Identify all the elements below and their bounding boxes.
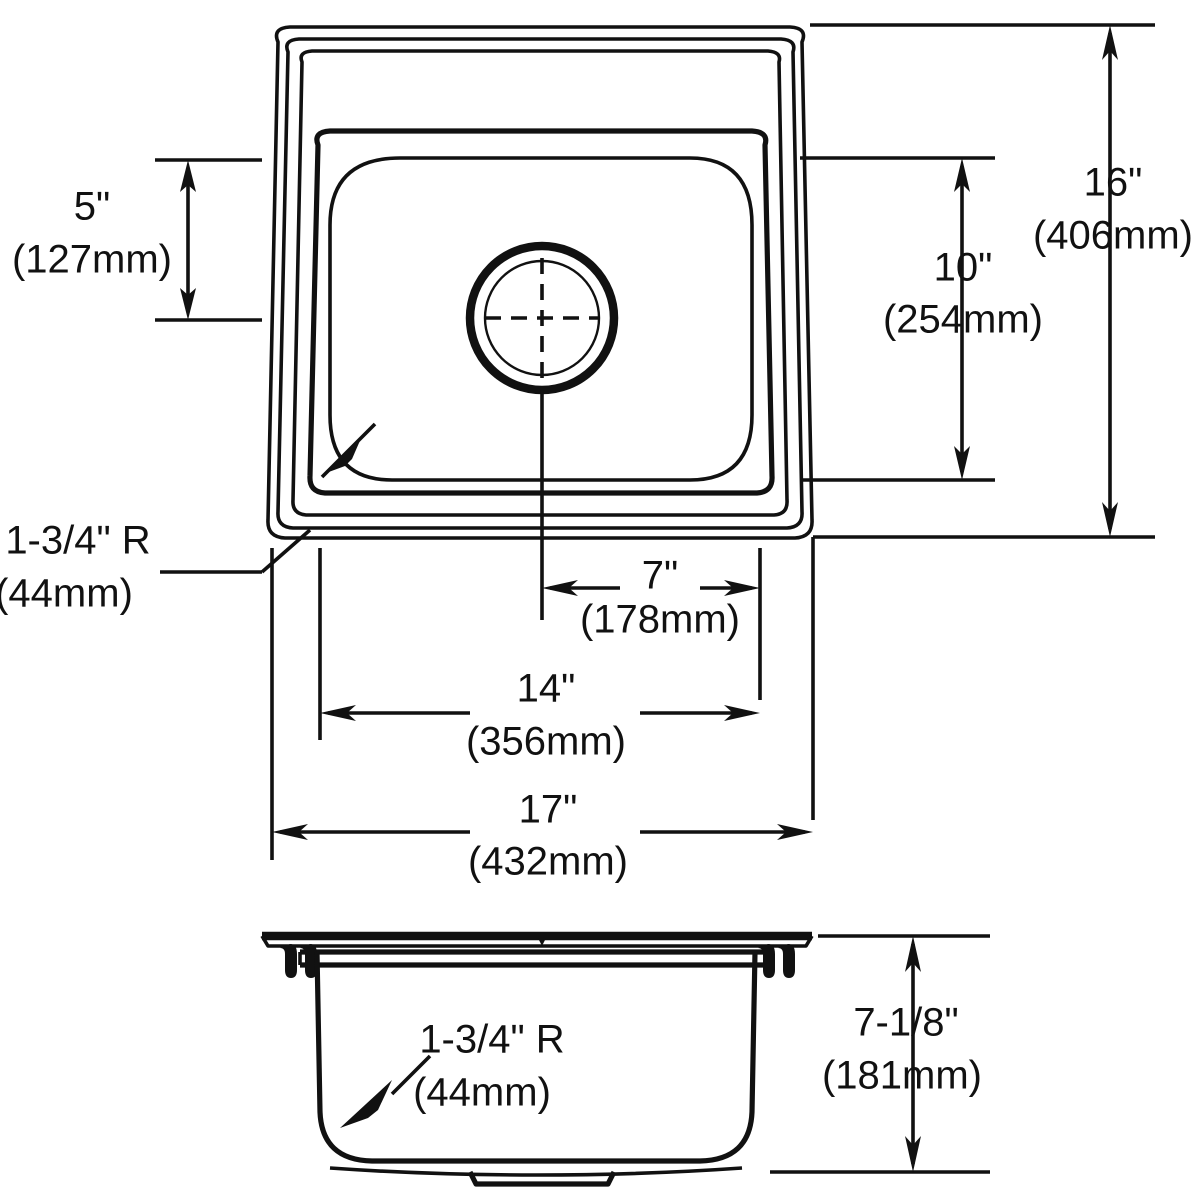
sink-bowl-opening xyxy=(307,128,775,496)
sink-outer-rim-inner xyxy=(276,37,804,530)
dim-radius-top-arrowhead xyxy=(326,436,362,473)
dim-7125in-arrow-down xyxy=(905,1136,921,1172)
section-drain-boss xyxy=(467,1170,617,1187)
dim-17in-arrow-left xyxy=(272,824,308,840)
mounting-clip-right-b xyxy=(778,944,795,978)
section-rim-plate-underside xyxy=(260,935,814,948)
dim-7in-imperial-label: 7" xyxy=(642,554,678,598)
dim-7125in-arrow-up xyxy=(905,936,921,972)
dim-radius-section-group: 1-3/4" R (44mm) xyxy=(340,1018,565,1128)
dim-10in-arrow-down xyxy=(954,446,970,480)
dim-7in-group: 7" (178mm) xyxy=(542,548,762,700)
dim-14in-imperial-label: 14" xyxy=(517,667,576,711)
dim-5in-arrow-down xyxy=(180,288,196,320)
mounting-clip-left-b xyxy=(300,944,317,978)
dim-radius-section-imperial-label: 1-3/4" R xyxy=(419,1018,564,1062)
dim-10in-arrow-up xyxy=(954,158,970,192)
dim-14in-arrow-left xyxy=(320,705,356,721)
dim-7125in-group: 7-1/8" (181mm) xyxy=(770,934,990,1174)
dim-16in-metric-label: (406mm) xyxy=(1033,214,1193,258)
dim-radius-section-arrowhead xyxy=(340,1080,392,1128)
sink-outer-rim-edge xyxy=(266,25,814,540)
sink-bowl-bottom xyxy=(328,156,754,482)
dim-10in-imperial-label: 10" xyxy=(934,246,993,290)
dim-radius-top-imperial-label: 1-3/4" R xyxy=(5,519,150,563)
dim-7125in-metric-label: (181mm) xyxy=(822,1054,982,1098)
dim-14in-metric-label: (356mm) xyxy=(466,720,626,764)
dim-7in-arrow-right xyxy=(724,580,760,596)
top-plan-view: 5" (127mm) 10" (254mm) 16" (406mm) xyxy=(0,23,1193,884)
dim-17in-imperial-label: 17" xyxy=(519,788,578,832)
mounting-clip-left-a xyxy=(280,944,297,978)
front-section-view: 1-3/4" R (44mm) 7-1/8" (181mm) xyxy=(260,931,990,1187)
dim-radius-top-leader-diagonal xyxy=(260,528,312,574)
dim-5in-arrow-up xyxy=(180,160,196,192)
dim-7125in-imperial-label: 7-1/8" xyxy=(853,1001,958,1045)
dim-radius-top-metric-label: (44mm) xyxy=(0,572,133,616)
dim-radius-section-leader xyxy=(390,1054,432,1096)
dim-14in-arrow-right xyxy=(724,705,760,721)
mounting-clip-right-a xyxy=(758,944,775,978)
dim-5in-group: 5" (127mm) xyxy=(12,158,262,322)
dim-17in-arrow-right xyxy=(777,824,813,840)
dim-7in-metric-label: (178mm) xyxy=(580,598,740,642)
dim-14in-group: 14" (356mm) xyxy=(318,548,760,764)
dim-16in-arrow-down xyxy=(1102,502,1118,537)
dim-5in-imperial-label: 5" xyxy=(74,185,110,229)
dim-10in-metric-label: (254mm) xyxy=(883,298,1043,342)
section-bowl-bottom-face xyxy=(329,1166,743,1177)
dim-5in-metric-label: (127mm) xyxy=(12,238,172,282)
dim-7in-arrow-left xyxy=(542,580,578,596)
section-center-tick xyxy=(538,938,546,946)
dim-10in-group: 10" (254mm) xyxy=(800,156,1043,482)
dim-16in-imperial-label: 16" xyxy=(1084,161,1143,205)
dim-radius-top-group: 1-3/4" R (44mm) xyxy=(0,422,377,616)
dim-17in-group: 17" (432mm) xyxy=(270,548,813,884)
dim-16in-group: 16" (406mm) xyxy=(810,23,1193,820)
dim-radius-section-metric-label: (44mm) xyxy=(413,1071,551,1115)
sink-rim-ledge xyxy=(291,49,789,517)
section-bowl-profile xyxy=(314,951,758,1164)
dim-17in-metric-label: (432mm) xyxy=(468,840,628,884)
dim-16in-arrow-up xyxy=(1102,25,1118,60)
